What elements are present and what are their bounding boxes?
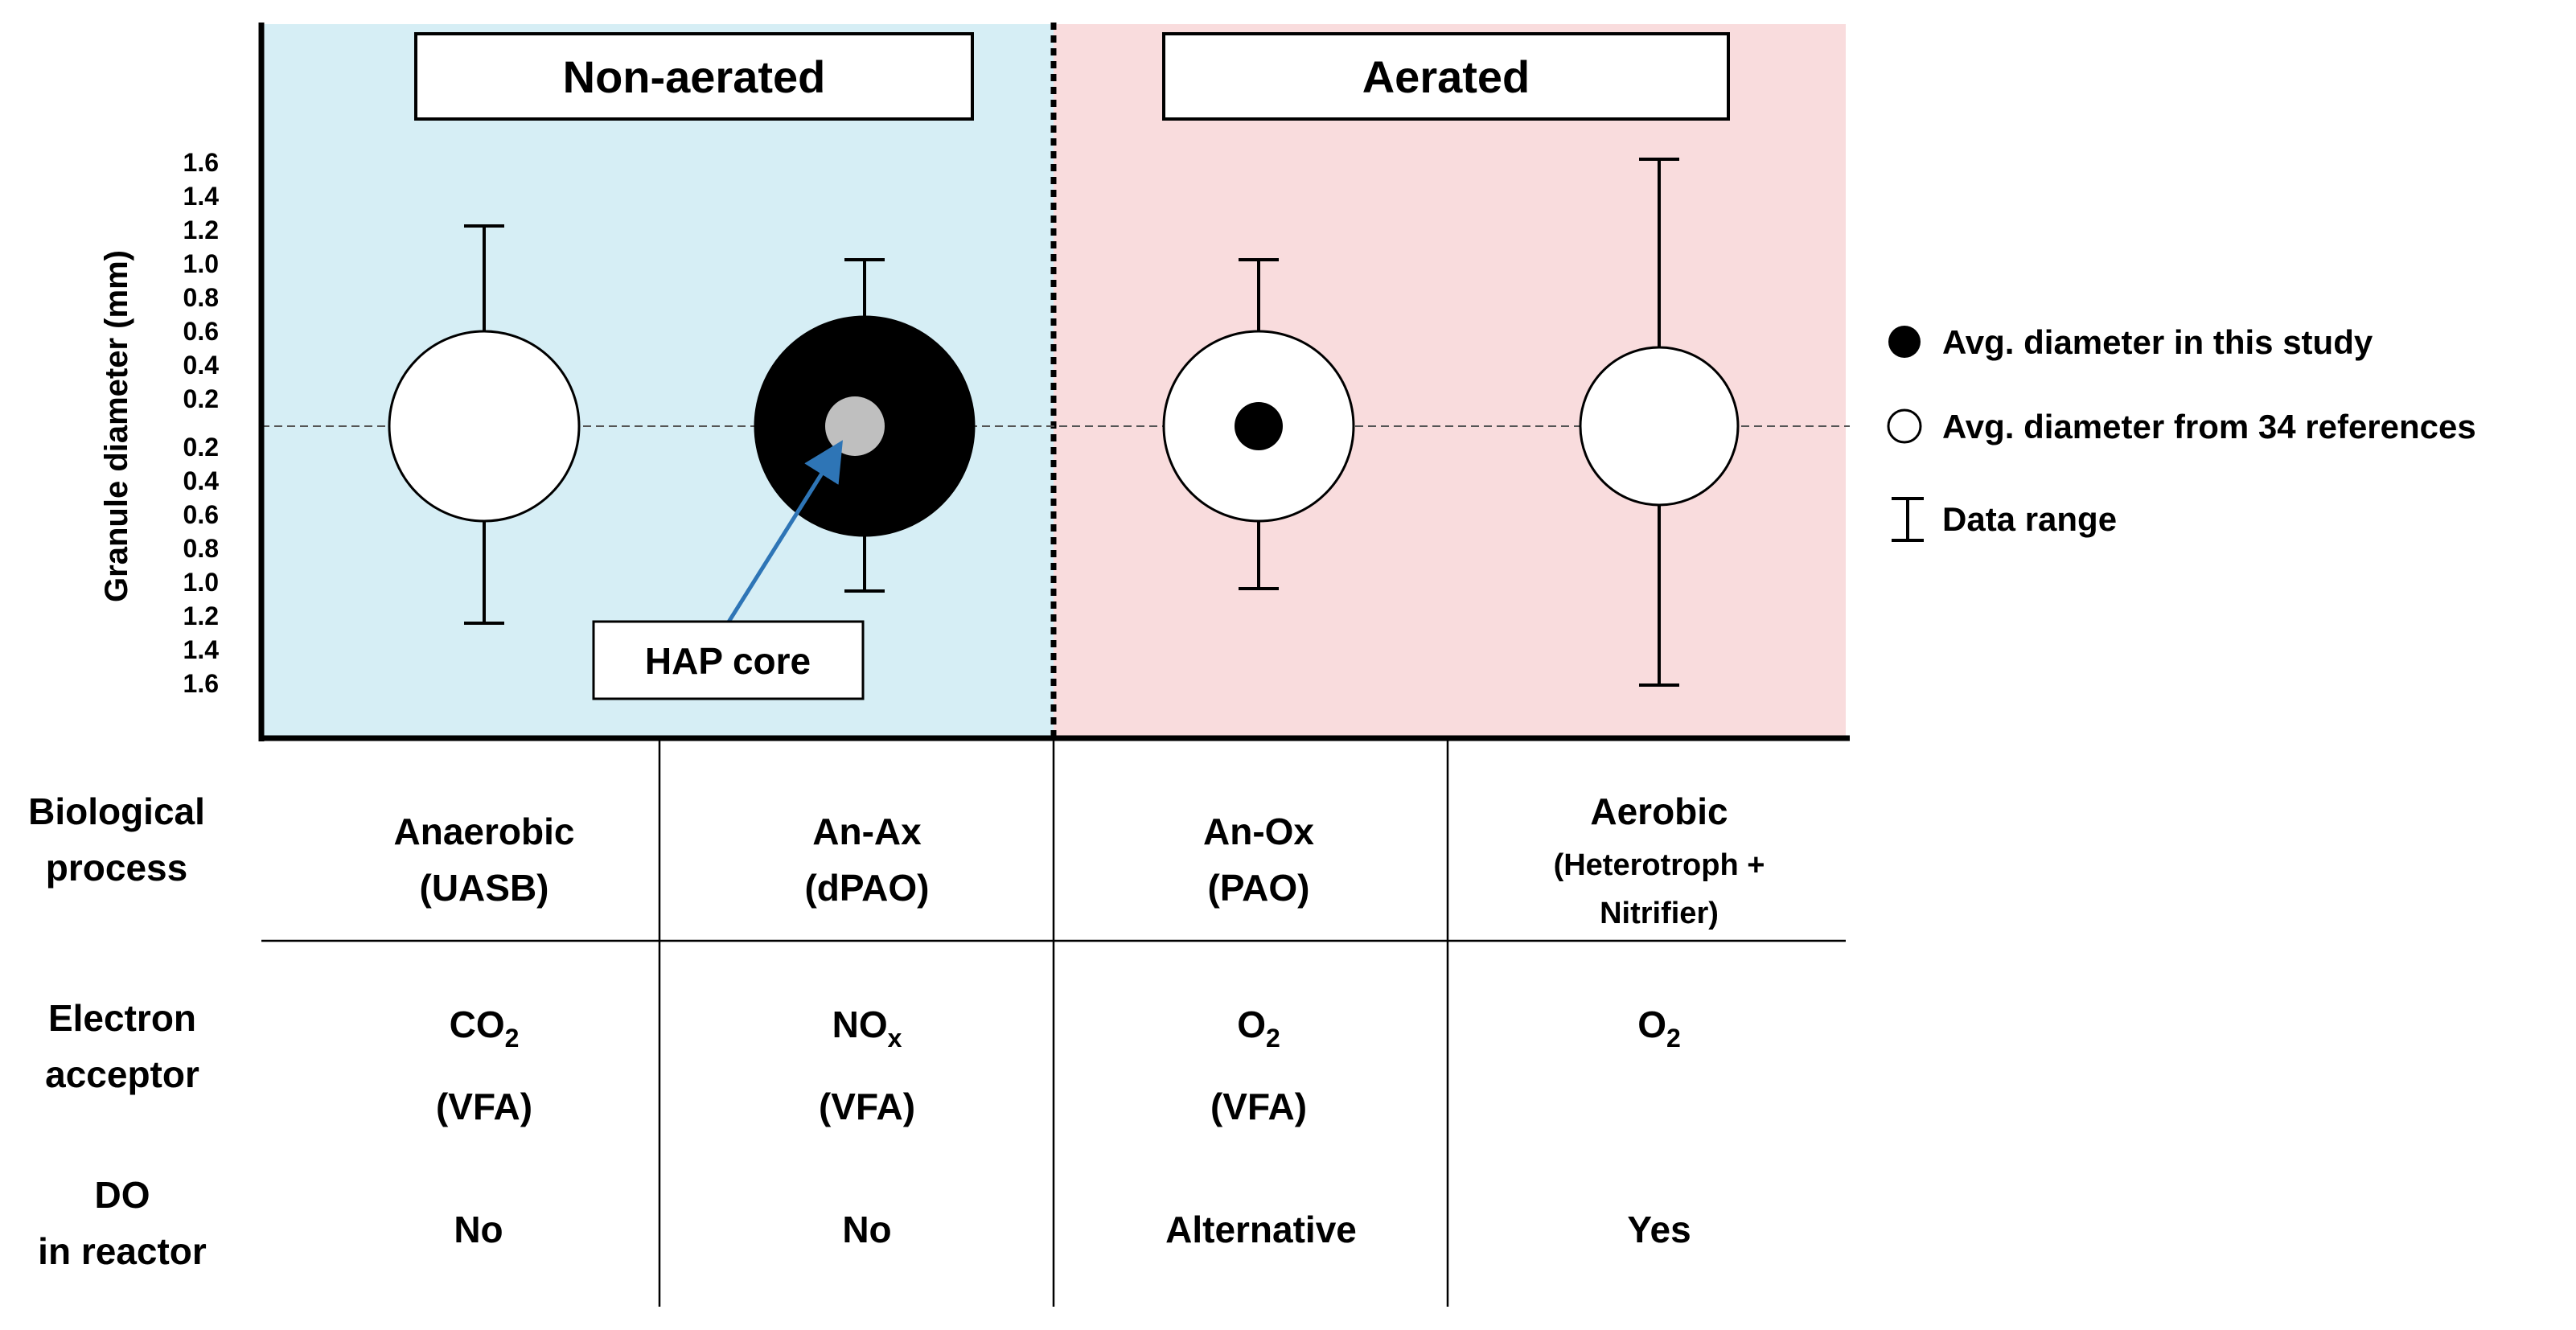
y-tick-label: 1.4 [183,635,220,664]
aerated-title-text: Aerated [1362,51,1530,102]
legend-references-label: Avg. diameter from 34 references [1942,408,2476,445]
non-aerated-title: Non-aerated [414,32,974,121]
cell-do-anaerobic: No [454,1209,503,1250]
formula-base: O [1237,1004,1266,1045]
row-header-do-in-reactor: DO in reactor [38,1174,207,1272]
cell-line: (UASB) [420,867,549,909]
y-tick-label: 1.6 [183,669,219,698]
y-axis-label: Granule diameter (mm) [99,250,134,602]
row-header-biological-process: Biological process [28,790,205,889]
cell-acceptor-aerobic: O2 [1637,1004,1681,1053]
row-header-line: DO [95,1174,150,1216]
y-tick-label: 1.4 [183,182,220,211]
legend-data-range-label: Data range [1942,500,2117,538]
legend: Avg. diameter in this study Avg. diamete… [1887,323,2476,542]
y-tick-label: 0.4 [183,466,220,495]
non-aerated-title-text: Non-aerated [563,51,826,102]
hap-core-circle [825,396,885,456]
y-tick-label: 0.4 [183,351,220,380]
legend-data-range-icon [1892,497,1924,542]
y-tick-label: 0.2 [183,433,219,462]
hap-core-arrow [725,440,843,625]
aerated-title: Aerated [1162,32,1730,121]
cell-do-aerobic: Yes [1627,1209,1691,1250]
formula-subscript: x [888,1024,902,1053]
cell-donor: (VFA) [436,1086,532,1127]
cell-donor: (VFA) [1210,1086,1307,1127]
y-tick-label: 0.8 [183,283,219,312]
y-tick-label: 0.6 [183,500,219,529]
cell-line: (dPAO) [804,867,929,909]
cell-acceptor-anaerobic: CO2 (VFA) [436,1004,532,1127]
cell-process-an-ox: An-Ox (PAO) [1203,811,1314,909]
formula-base: NO [832,1004,888,1045]
cell-line: Anaerobic [394,811,575,852]
cell-line: An-Ox [1203,811,1314,852]
avg-circle-an-ox-this-study [1235,402,1283,450]
avg-circle-anaerobic [388,330,581,523]
cell-formula: O2 [1637,1004,1681,1053]
cell-line: Aerobic [1590,790,1728,832]
cell-line: (Heterotroph + [1554,848,1765,882]
y-tick-label: 1.2 [183,216,219,244]
cell-acceptor-an-ax: NOx (VFA) [819,1004,915,1127]
cell-line: An-Ax [812,811,922,852]
hap-core-label: HAP core [645,640,811,682]
y-ticks-top: 1.6 1.4 1.2 1.0 0.8 0.6 0.4 0.2 [183,148,220,413]
avg-circle-aerobic [1579,346,1740,507]
aerated-panel [1054,24,1846,740]
legend-this-study-label: Avg. diameter in this study [1942,323,2373,361]
formula-base: CO [450,1004,505,1045]
cell-do-an-ax: No [842,1209,891,1250]
y-tick-label: 0.8 [183,534,219,563]
legend-references-icon [1887,408,1922,444]
cell-process-anaerobic: Anaerobic (UASB) [394,811,575,909]
y-tick-label: 0.2 [183,384,219,413]
y-tick-label: 1.0 [183,249,219,278]
cell-line: Nitrifier) [1600,897,1719,930]
y-tick-label: 0.6 [183,317,219,346]
cell-process-aerobic: Aerobic (Heterotroph + Nitrifier) [1554,790,1765,930]
cell-formula: NOx [832,1004,902,1053]
hap-core-box [592,620,865,700]
y-tick-label: 1.0 [183,568,219,597]
formula-subscript: 2 [1666,1024,1681,1053]
y-tick-label: 1.2 [183,601,219,630]
y-ticks-bottom: 0.2 0.4 0.6 0.8 1.0 1.2 1.4 1.6 [183,433,220,698]
cell-acceptor-an-ox: O2 (VFA) [1210,1004,1307,1127]
row-header-line: Biological [28,790,205,832]
row-header-line: in reactor [38,1230,207,1272]
cell-donor: (VFA) [819,1086,915,1127]
legend-this-study-icon [1888,326,1921,358]
formula-base: O [1637,1004,1666,1045]
cell-process-an-ax: An-Ax (dPAO) [804,811,929,909]
formula-subscript: 2 [1266,1024,1280,1053]
formula-subscript: 2 [505,1024,520,1053]
cell-do-an-ox: Alternative [1165,1209,1357,1250]
cell-line: (PAO) [1208,867,1310,909]
cell-formula: O2 [1237,1004,1280,1053]
row-header-line: process [46,847,187,889]
cell-formula: CO2 [450,1004,520,1053]
row-header-line: acceptor [45,1053,199,1095]
row-header-electron-acceptor: Electron acceptor [45,997,199,1095]
row-header-line: Electron [48,997,196,1039]
y-tick-label: 1.6 [183,148,219,177]
